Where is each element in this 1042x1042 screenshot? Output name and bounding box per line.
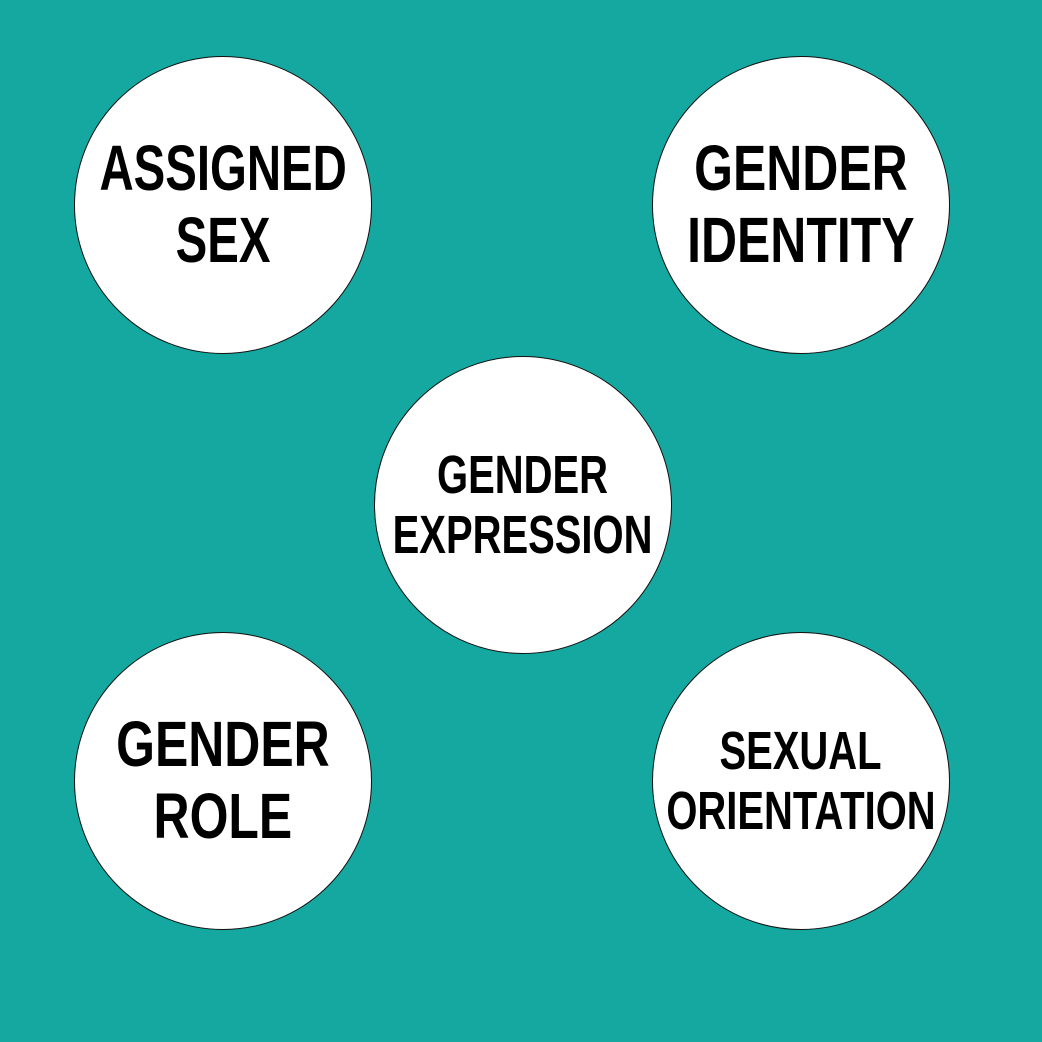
gender-expression-circle: GENDER EXPRESSION bbox=[374, 356, 672, 654]
assigned-sex-circle: ASSIGNED SEX bbox=[74, 56, 372, 354]
assigned-sex-label-line1: ASSIGNED bbox=[99, 132, 347, 205]
sexual-orientation-label-line2: ORIENTATION bbox=[666, 781, 936, 841]
gender-role-circle: GENDER ROLE bbox=[74, 632, 372, 930]
gender-role-label-line2: ROLE bbox=[153, 780, 293, 852]
gender-identity-circle: GENDER IDENTITY bbox=[652, 56, 950, 354]
gender-identity-label-line2: IDENTITY bbox=[687, 204, 915, 276]
sexual-orientation-label-line1: SEXUAL bbox=[719, 720, 883, 781]
gender-expression-label-line1: GENDER bbox=[437, 444, 609, 505]
gender-role-label-line1: GENDER bbox=[116, 708, 330, 781]
gender-expression-label-line2: EXPRESSION bbox=[393, 505, 653, 565]
sexual-orientation-circle: SEXUAL ORIENTATION bbox=[652, 632, 950, 930]
gender-identity-label-line1: GENDER bbox=[694, 132, 908, 205]
assigned-sex-label-line2: SEX bbox=[175, 204, 271, 276]
